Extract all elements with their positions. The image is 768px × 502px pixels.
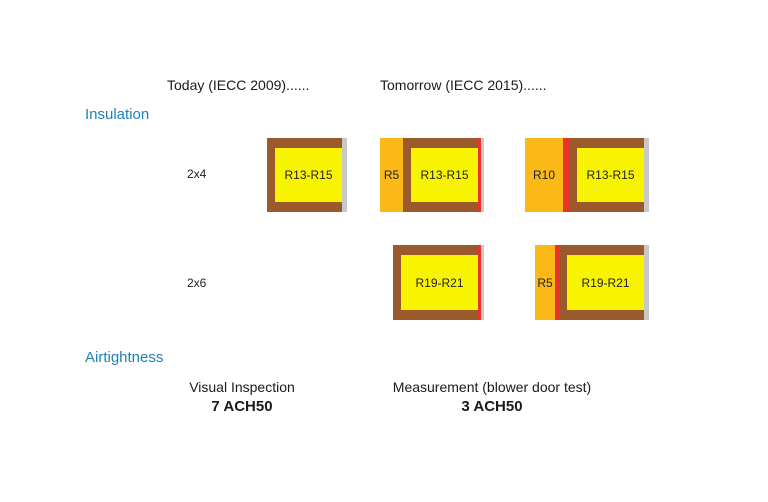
sheathing-layer: [644, 138, 649, 212]
airtightness-today-value: 7 ACH50: [211, 398, 273, 415]
cavity-insulation: R13-R15: [275, 148, 342, 202]
wall-tomorrow-2x6-r5: R5 R19-R21: [535, 245, 649, 320]
air-barrier: [555, 245, 559, 320]
foam-insulation: R10: [525, 138, 563, 212]
sheathing-layer: [481, 245, 484, 320]
air-barrier: [563, 138, 569, 212]
cavity-insulation: R19-R21: [567, 255, 644, 310]
cavity-insulation: R13-R15: [577, 148, 644, 202]
wall-tomorrow-2x4-r10: R10 R13-R15: [525, 138, 649, 212]
wall-today-2x4: R13-R15: [267, 138, 347, 212]
sheathing-layer: [481, 138, 484, 212]
air-barrier: [478, 138, 481, 212]
foam-insulation: R5: [535, 245, 555, 320]
airtightness-tomorrow-value: 3 ACH50: [461, 398, 523, 415]
section-insulation: Insulation: [85, 106, 150, 123]
airtightness-tomorrow-method: Measurement (blower door test): [392, 379, 592, 395]
air-barrier: [478, 245, 481, 320]
row-label-2x4: 2x4: [187, 167, 207, 181]
header-today: Today (IECC 2009)......: [167, 77, 310, 93]
row-label-2x6: 2x6: [187, 276, 207, 290]
airtightness-today-method: Visual Inspection: [189, 379, 295, 395]
cavity-insulation: R19-R21: [401, 255, 478, 310]
foam-insulation: R5: [380, 138, 403, 212]
wall-tomorrow-2x6: R19-R21: [393, 245, 484, 320]
sheathing-layer: [644, 245, 649, 320]
cavity-insulation: R13-R15: [411, 148, 478, 202]
wall-tomorrow-2x4-r5: R5 R13-R15: [380, 138, 484, 212]
sheathing-layer: [342, 138, 347, 212]
header-tomorrow: Tomorrow (IECC 2015)......: [380, 77, 547, 93]
section-airtightness: Airtightness: [85, 349, 164, 366]
